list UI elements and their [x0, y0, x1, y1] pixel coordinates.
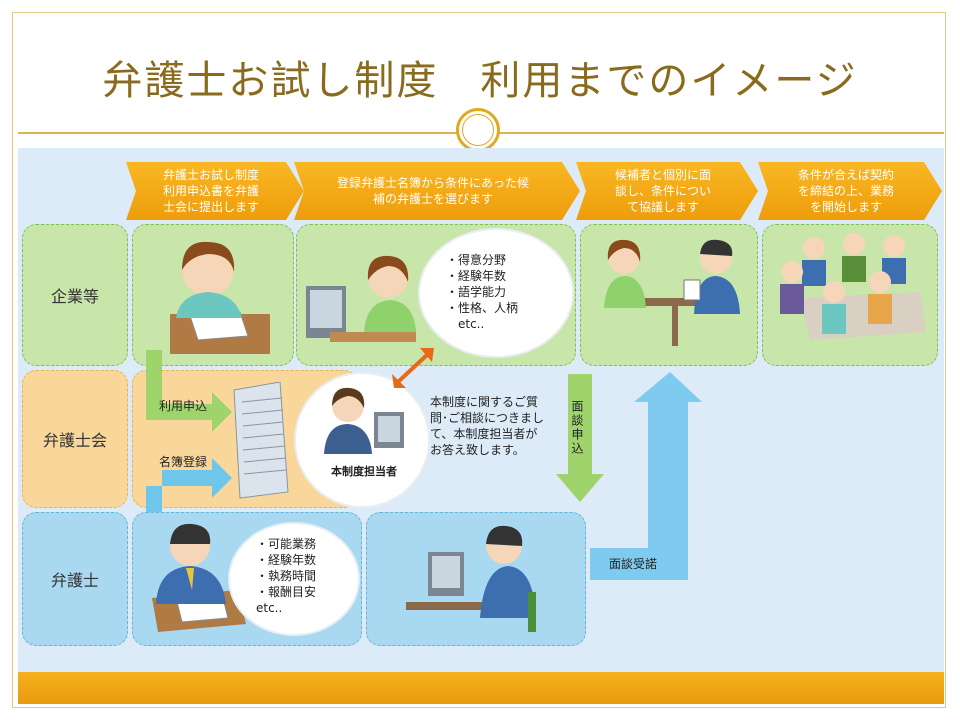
interview-accept-arrow	[590, 372, 702, 580]
woman-writing-illustration	[170, 241, 270, 354]
slide-frame	[12, 12, 946, 708]
interview-accept-label: 面談受諾	[608, 556, 657, 571]
row-label-bar-association: 弁護士会	[22, 370, 128, 508]
step-4-chevron: 条件が合えば契約 を締結の上、業務 を開始します	[758, 162, 942, 220]
title-ornament-inner	[462, 114, 494, 146]
office-building-illustration	[233, 382, 289, 499]
meeting-illustration	[780, 233, 926, 340]
interview-request-label: 面談申込	[570, 400, 584, 456]
lawyer-writing-illustration	[152, 523, 246, 632]
interview-request-arrow	[556, 374, 604, 502]
lawyer-step2-panel	[366, 512, 586, 646]
registration-label: 名簿登録	[158, 454, 207, 469]
contact-double-arrow	[392, 348, 434, 388]
row-label-lawyer: 弁護士	[22, 512, 128, 646]
staff-label: 本制度担当者	[331, 465, 397, 478]
page-title: 弁護士お試し制度 利用までのイメージ	[102, 58, 858, 104]
row-label-company: 企業等	[22, 224, 128, 366]
step-3-chevron: 候補者と個別に面 談し、条件につい て協議します	[576, 162, 758, 220]
company-conditions-cloud	[420, 230, 572, 356]
interview-illustration	[604, 239, 740, 346]
title-rule-left	[18, 132, 458, 134]
application-arrow	[146, 350, 232, 432]
step-1-chevron: 弁護士お試し制度 利用申込書を弁護 士会に提出します	[126, 162, 304, 220]
inquiry-text: 本制度に関するご質 問･ご相談につきまし て、本制度担当者が お答え致します。	[430, 395, 545, 457]
title-rule-right	[498, 132, 944, 134]
step-2-chevron: 登録弁護士名簿から条件にあった候 補の弁護士を選びます	[294, 162, 580, 220]
application-label: 利用申込	[158, 398, 207, 413]
lawyer-conditions-text: ・可能業務 ・経験年数 ・執務時間 ・報酬目安 etc..	[256, 537, 317, 615]
lawyer-computer-illustration	[406, 525, 536, 632]
company-conditions-text: ・得意分野 ・経験年数 ・語学能力 ・性格、人柄 etc..	[446, 253, 519, 331]
staff-illustration	[324, 387, 404, 454]
registration-arrow	[146, 458, 232, 512]
woman-computer-illustration	[306, 255, 416, 342]
lawyer-conditions-cloud	[230, 524, 358, 634]
footer-band	[18, 672, 944, 704]
